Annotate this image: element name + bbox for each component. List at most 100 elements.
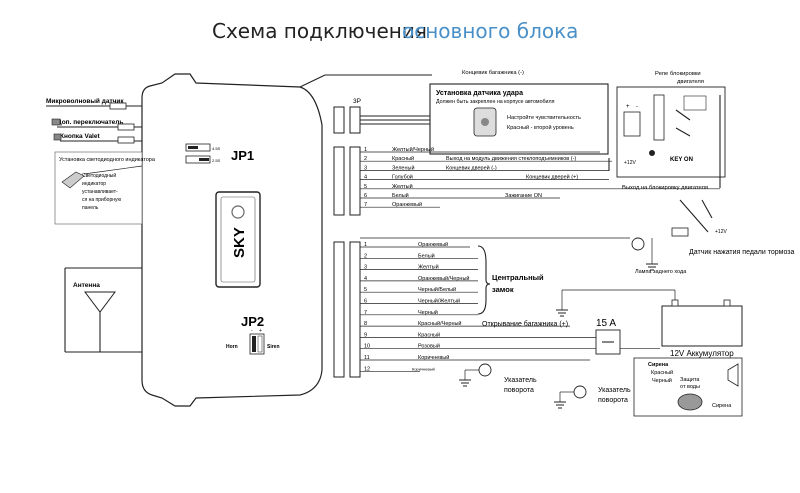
upper-pin-number: 6 [364,193,367,199]
upper-pin-number: 3 [364,165,367,171]
extra-switch-label: Доп. переключатель [57,119,123,126]
upper-pin-number: 7 [364,202,367,208]
relay-contacts [675,109,691,137]
connector-upper-right [349,146,361,216]
brake-pedal-icon [679,199,713,233]
connector-3p: 3P [333,98,430,134]
battery: 12V Аккумулятор [661,299,743,358]
shock-levels: Красный - второй уровень [507,124,574,131]
siren-block: Сирена Красный Черный Защита от воды Сир… [633,357,743,417]
shock-subtitle: Должен быть закреплен на корпусе автомоб… [436,99,555,105]
lamp-ground-icon [646,263,658,271]
jp2-label: JP2 [241,314,264,329]
jp1-pos-a: 4.5S [212,146,221,151]
brake-area: +12V Датчик нажатия педали тормоза Лампа… [360,199,794,275]
brake-sensor-icon [671,227,689,237]
upper-pin-color: Оранжевый [392,201,422,208]
lower-pin-color: Черный/Белый [418,286,456,293]
siren-speaker-icon [727,363,739,387]
jp2-jumper-pin-a [252,336,256,352]
relay-block: Реле блокировки двигателя + - KEY ON +12… [616,71,726,182]
lower-pin-color: Красный/Черный [418,320,462,327]
jp1-jumper-b [185,155,211,164]
relay-key-on: KEY ON [670,157,693,163]
upper-pin-number: 5 [364,184,367,190]
trunk-switch-label: Концевик багажника (-) [462,70,524,76]
siren-protect-2: от воды [680,384,700,390]
fuse-label: 15 A [596,318,616,329]
relay-coil [653,94,665,141]
jp2-horn: Horn [226,344,238,350]
lower-pin-number: 11 [364,355,370,361]
lower-pin-color: Оранжевый [418,241,448,248]
battery-label: 12V Аккумулятор [670,349,734,358]
jp2-plus: + [259,328,262,334]
jp1-jumper-b-pin [199,158,209,161]
led-body-2: индикатор [82,181,106,187]
lower-pin-color: Черный/Желтый [418,298,460,305]
turn-signal-1-label-2: поворота [504,387,534,394]
siren-title: Сирена [648,362,669,368]
connector-upper [333,146,361,216]
trunk-open-label: Открывание багажника (+) [482,320,568,328]
antenna-icon [84,291,116,313]
lower-pin-number: 7 [364,310,367,316]
relay-title-1: Реле блокировки [655,71,701,77]
lower-pin-number: 5 [364,287,367,293]
lower-pin-color: Красный [418,331,440,338]
reverse-lamp-icon [631,237,645,251]
turn-signal-lamp-2 [573,385,587,399]
battery-icon [661,305,743,347]
lower-pin-color: Розовый [418,343,440,350]
lower-pin-color: Желтый [418,264,439,271]
upper-pin-color: Желтый [392,183,413,190]
logo-plate-inner [220,196,256,283]
jp2-jumper-pin-b [257,335,263,353]
lower-pin-number: 6 [364,299,367,305]
valet-plug [117,136,135,144]
shock-sensor-box [429,83,609,155]
lower-pin-color: Черный [418,309,438,316]
lower-pin-number: 2 [364,253,367,259]
chassis-ground-icon [556,309,568,317]
upper-pin-number: 1 [364,147,367,153]
extra-switch-plug [117,123,135,131]
lower-pin-color: Оранжевый/Черный [418,275,470,282]
siren-body-icon [677,393,703,411]
turn-signal-2-label-1: Указатель [598,387,631,394]
turn-signal-1-ground-icon [459,379,471,387]
led-indicator-icon [61,171,85,189]
lower-pin-number: 9 [364,332,367,338]
relay-switch-icon [683,95,707,111]
connector-lower-right [349,241,361,378]
upper-pin-color: Зеленый [392,164,415,171]
central-lock-label-2: замок [492,285,514,294]
led-box [54,151,143,225]
lower-pin-color: Коричневый [418,354,449,361]
connector-lower-left [333,241,345,378]
relay-plus12: +12V [624,160,636,166]
upper-pin-desc: Концевик дверей (+) [526,174,578,181]
brake-plus12: +12V [715,229,727,235]
turn-signal-1: Указатель поворота [459,363,537,394]
lower-pin-number: 3 [364,265,367,271]
siren-label: Сирена [712,403,732,409]
led-body-5: панель [82,205,99,211]
logo-text: SKY [231,227,248,258]
extra-switch-icon [51,118,61,126]
relay-ground-dot [649,150,655,156]
jp1-jumper-a-pin [188,146,198,149]
jp1-label: JP1 [231,148,254,163]
jp2-siren: Siren [267,344,280,350]
connector-3p-label: 3P [353,98,361,105]
siren-red: Красный [651,369,673,376]
lower-pin-number: 1 [364,242,367,248]
lower-pin-number: 12 [364,366,370,372]
jp1-pos-b: 2.5S [212,158,221,163]
central-lock-bracket [477,245,491,315]
siren-box [633,357,743,417]
lower-pin-color: Белый [418,252,435,259]
logo-icon [231,205,245,219]
turn-signal-2-label-2: поворота [598,397,628,404]
